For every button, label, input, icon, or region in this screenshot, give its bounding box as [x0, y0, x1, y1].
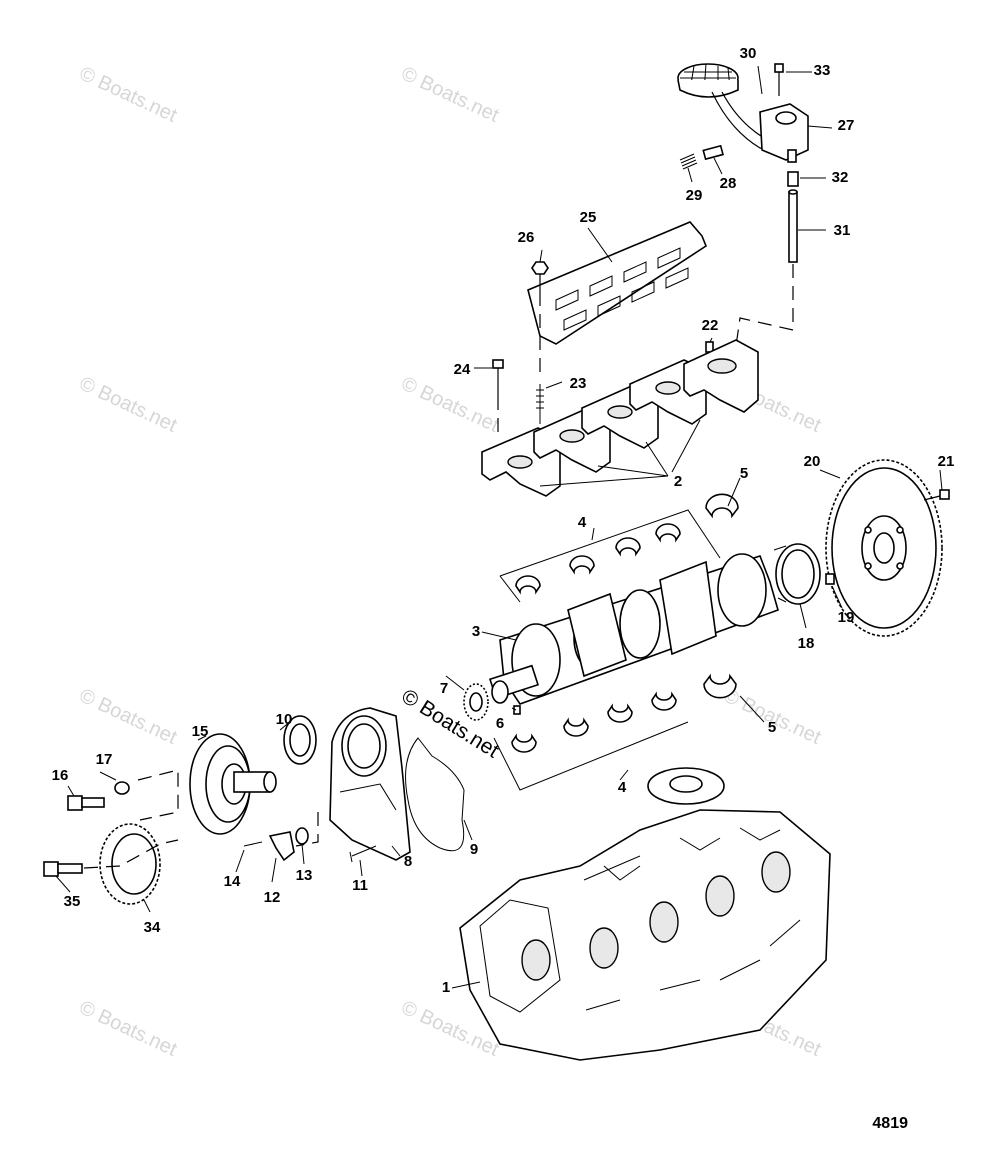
figure-number: 4819 — [872, 1115, 908, 1132]
callout-label: 17 — [96, 751, 113, 768]
crankshaft — [463, 553, 779, 721]
callout-label: 6 — [496, 715, 504, 732]
flywheel — [773, 459, 950, 637]
callout-label: 10 — [276, 711, 293, 728]
callout-label: 2 — [674, 473, 682, 490]
watermark: © Boats.net — [398, 373, 503, 437]
callout-label: 5 — [740, 465, 748, 482]
callout-label: 13 — [296, 867, 313, 884]
callout-label: 1 — [442, 979, 450, 996]
callout-label: 18 — [798, 635, 815, 652]
callout-label: 25 — [580, 209, 597, 226]
callout-label: 11 — [352, 877, 368, 894]
harmonic-balancer — [43, 733, 277, 905]
main-bearing-caps — [481, 339, 759, 497]
callout-label: 34 — [144, 919, 161, 936]
timing-cover — [243, 707, 465, 863]
callout-label: 4 — [618, 779, 627, 796]
callout-label: 14 — [224, 873, 241, 890]
callout-labels: 1 2 3 4 4 5 5 6 7 8 9 10 11 12 13 14 15 … — [52, 45, 955, 996]
watermark: © Boats.net — [720, 685, 825, 749]
callout-label: 23 — [570, 375, 587, 392]
callout-label: 7 — [440, 680, 448, 697]
callout-label: 20 — [804, 453, 821, 470]
watermark: © Boats.net — [76, 997, 181, 1061]
watermark: © Boats.net — [76, 63, 181, 127]
callout-label: 9 — [470, 841, 478, 858]
callout-label: 28 — [720, 175, 737, 192]
callout-label: 22 — [702, 317, 719, 334]
oil-pump-assembly — [677, 63, 809, 361]
callout-label: 35 — [64, 893, 81, 910]
callout-label: 16 — [52, 767, 69, 784]
callout-label: 24 — [454, 361, 471, 378]
callout-label: 15 — [192, 723, 209, 740]
callout-label: 12 — [264, 889, 281, 906]
callout-label: 27 — [838, 117, 855, 134]
bearing-inserts-lower — [493, 673, 737, 791]
callout-label: 30 — [740, 45, 757, 62]
watermark: © Boats.net — [76, 373, 181, 437]
oil-baffle — [527, 221, 707, 372]
watermark: © Boats.net — [398, 63, 503, 127]
callout-label: 21 — [938, 453, 955, 470]
callout-label: 31 — [834, 222, 851, 239]
callout-label: 33 — [814, 62, 831, 79]
callout-label: 26 — [518, 229, 535, 246]
callout-label: 4 — [578, 514, 587, 531]
engine-block — [459, 767, 831, 1061]
callout-label: 5 — [768, 719, 776, 736]
callout-label: 3 — [472, 623, 480, 640]
callout-label: 29 — [686, 187, 703, 204]
callout-label: 32 — [832, 169, 849, 186]
bearing-inserts-upper — [499, 493, 739, 603]
callout-label: 19 — [838, 609, 855, 626]
callout-label: 8 — [404, 853, 412, 870]
watermark: © Boats.net — [76, 685, 181, 749]
leader-lines — [55, 65, 943, 989]
